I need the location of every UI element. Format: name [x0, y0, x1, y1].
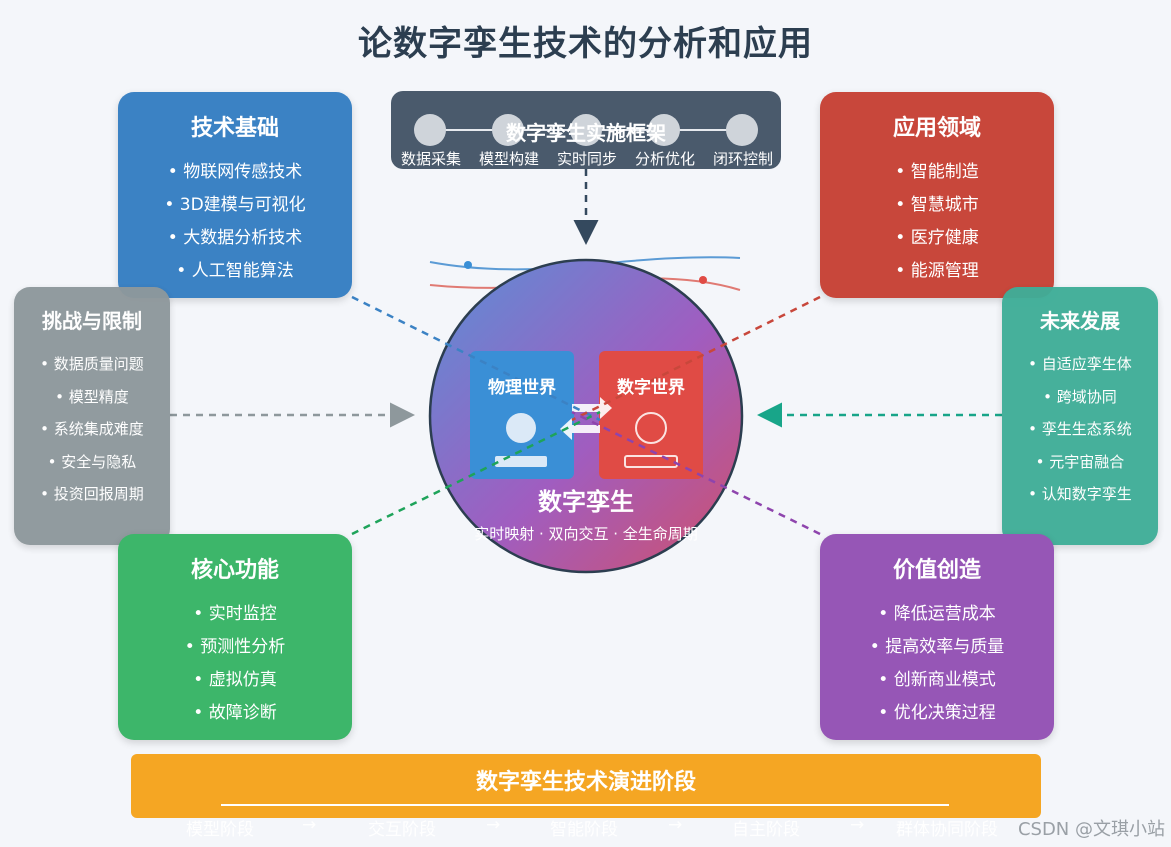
- card-title: 核心功能: [190, 558, 279, 583]
- list-item: 人工智能算法: [118, 255, 352, 288]
- list-item: 跨域协同: [1002, 381, 1158, 414]
- framework-step-dot: [726, 114, 758, 146]
- list-item: 智慧城市: [820, 189, 1054, 222]
- card-title: 未来发展: [1040, 309, 1120, 333]
- card-tech-foundation: 技术基础 物联网传感技术 3D建模与可视化 大数据分析技术 人工智能算法: [118, 92, 352, 298]
- list-item: 认知数字孪生: [1002, 478, 1158, 511]
- hub-label: 数字孪生: [538, 488, 634, 516]
- list-item: 智能制造: [820, 156, 1054, 189]
- card-title: 技术基础: [190, 116, 279, 141]
- watermark: CSDN @文琪小站: [1017, 819, 1165, 840]
- list-item: 物联网传感技术: [118, 156, 352, 189]
- card-value-creation: 价值创造 降低运营成本 提高效率与质量 创新商业模式 优化决策过程: [820, 534, 1054, 740]
- list-item: 自适应孪生体: [1002, 348, 1158, 381]
- evolution-stage: 群体协同阶段: [896, 820, 998, 840]
- digital-object-icon: [635, 412, 667, 444]
- list-item: 3D建模与可视化: [118, 189, 352, 222]
- evolution-arrow: →: [486, 815, 501, 835]
- list-item: 大数据分析技术: [118, 222, 352, 255]
- evolution-stage: 交互阶段: [368, 820, 436, 840]
- list-item: 模型精度: [14, 381, 170, 414]
- list-item: 虚拟仿真: [118, 664, 352, 697]
- evolution-arrow: →: [302, 815, 317, 835]
- digital-base-icon: [624, 455, 678, 468]
- evolution-arrow: →: [850, 815, 865, 835]
- exchange-arrow-right: [572, 397, 612, 419]
- hub-subtitle: 实时映射 · 双向交互 · 全生命周期: [474, 525, 698, 543]
- framework-step-dot: [648, 114, 680, 146]
- wave-dot-red: [699, 276, 707, 284]
- card-title: 应用领域: [892, 116, 981, 141]
- physical-object-icon: [506, 413, 536, 443]
- evolution-arrow: →: [668, 815, 683, 835]
- framework-step-dot: [414, 114, 446, 146]
- list-item: 故障诊断: [118, 697, 352, 730]
- card-title: 挑战与限制: [42, 309, 142, 333]
- exchange-arrow-left: [560, 418, 600, 440]
- list-item: 孪生生态系统: [1002, 413, 1158, 446]
- list-item: 数据质量问题: [14, 348, 170, 381]
- evolution-line: [221, 804, 949, 806]
- card-challenges: 挑战与限制 数据质量问题 模型精度 系统集成难度 安全与隐私 投资回报周期: [14, 287, 170, 545]
- framework-step-label: 分析优化: [634, 150, 695, 168]
- framework-step-label: 数据采集: [400, 150, 461, 168]
- list-item: 安全与隐私: [14, 446, 170, 479]
- framework-step-dot: [492, 114, 524, 146]
- list-item: 预测性分析: [118, 631, 352, 664]
- card-future-development: 未来发展 自适应孪生体 跨域协同 孪生生态系统 元宇宙融合 认知数字孪生: [1002, 287, 1158, 545]
- list-item: 医疗健康: [820, 222, 1054, 255]
- framework-step-label: 模型构建: [478, 150, 539, 168]
- list-item: 提高效率与质量: [820, 631, 1054, 664]
- framework-step-label: 实时同步: [556, 150, 617, 168]
- hub-circle: [428, 258, 744, 574]
- card-title: 价值创造: [892, 558, 981, 583]
- framework-title: 数字孪生实施框架: [506, 121, 666, 145]
- list-item: 系统集成难度: [14, 413, 170, 446]
- list-item: 实时监控: [118, 598, 352, 631]
- digital-world-label: 数字世界: [617, 378, 685, 398]
- evolution-panel: 数字孪生技术演进阶段: [131, 754, 1041, 818]
- card-core-functions: 核心功能 实时监控 预测性分析 虚拟仿真 故障诊断: [118, 534, 352, 740]
- physical-world-label: 物理世界: [488, 378, 556, 398]
- evolution-title: 数字孪生技术演进阶段: [475, 770, 696, 795]
- evolution-stage: 自主阶段: [732, 820, 800, 840]
- framework-panel: 数字孪生实施框架 数据采集 模型构建 实时同步 分析优化 闭环控制: [391, 91, 781, 169]
- list-item: 降低运营成本: [820, 598, 1054, 631]
- wave-dot-blue: [464, 261, 472, 269]
- evolution-stage: 智能阶段: [550, 820, 618, 840]
- list-item: 元宇宙融合: [1002, 446, 1158, 479]
- list-item: 创新商业模式: [820, 664, 1054, 697]
- digital-world-box: [599, 351, 703, 479]
- list-item: 投资回报周期: [14, 478, 170, 511]
- evolution-stage: 模型阶段: [186, 820, 254, 840]
- page-title: 论数字孪生技术的分析和应用: [358, 24, 813, 64]
- physical-base-icon: [495, 456, 547, 467]
- framework-step-label: 闭环控制: [712, 150, 773, 168]
- card-application-fields: 应用领域 智能制造 智慧城市 医疗健康 能源管理: [820, 92, 1054, 298]
- list-item: 优化决策过程: [820, 697, 1054, 730]
- list-item: 能源管理: [820, 255, 1054, 288]
- framework-step-dot: [570, 114, 602, 146]
